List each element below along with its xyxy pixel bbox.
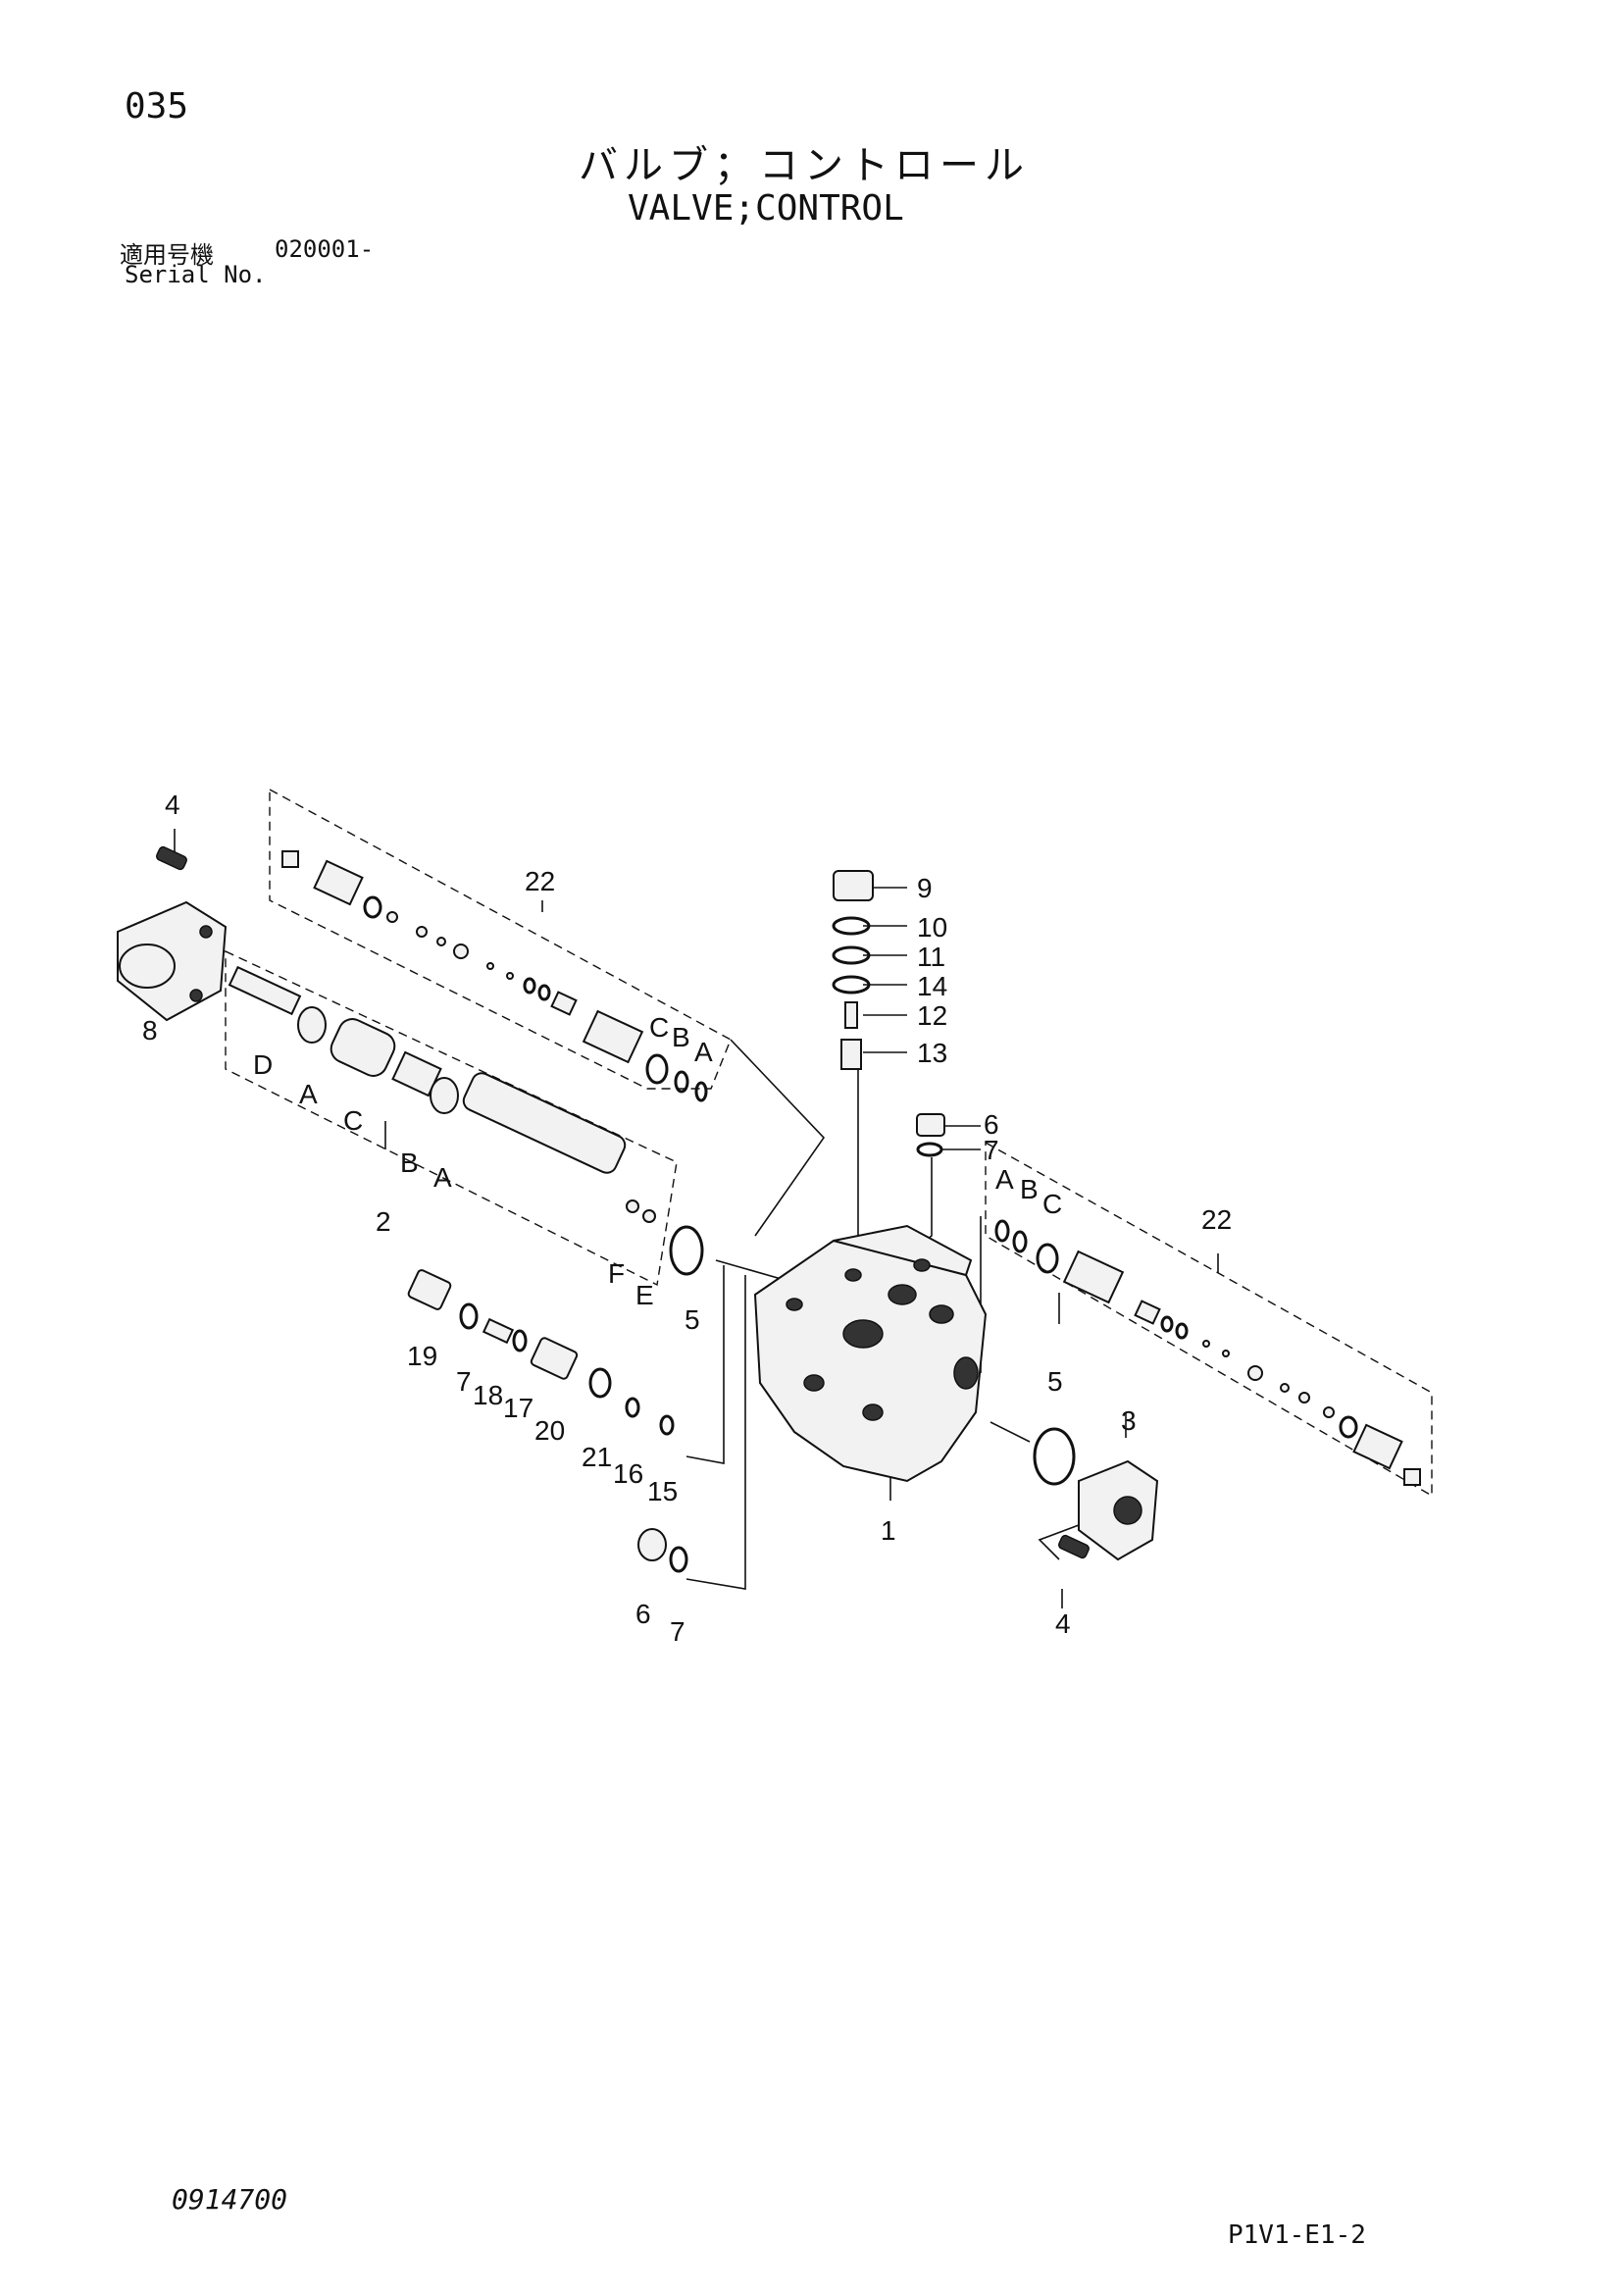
callout-15: 15 [647,1476,678,1506]
valve-housing [753,1224,988,1483]
title-english: VALVE;CONTROL [628,188,904,229]
callout-7: 7 [456,1366,472,1397]
flange-block [117,900,228,1022]
assembly-22-right-box [985,1141,1433,1498]
callout-b: B [1020,1174,1039,1204]
callout-17: 17 [503,1393,533,1423]
callout-d: D [253,1049,273,1080]
figure-code: P1V1-E1-2 [1228,2220,1366,2250]
callout-f: F [608,1258,625,1289]
callout-a: A [995,1164,1014,1195]
serial-label-japanese: 適用号機 [120,241,214,269]
upper-relief-assembly [281,850,708,1102]
callout-4: 4 [1055,1608,1071,1639]
small-plug-lower [637,1528,688,1573]
callout-13: 13 [917,1038,947,1068]
elbow-flange [1078,1459,1159,1561]
callout-9: 9 [917,873,933,903]
right-relief-assembly [994,1219,1421,1486]
callout-3: 3 [1121,1405,1137,1436]
callout-c: C [1042,1189,1062,1219]
callout-11: 11 [917,942,945,972]
bolt-lower [1058,1534,1090,1559]
callout-b: B [672,1022,690,1052]
callout-b: B [400,1148,419,1178]
callout-labels: 4 8 22 2 9 10 11 14 12 13 6 7 22 A B C C… [142,790,1232,1647]
document-number: 0914700 [172,2183,288,2216]
callout-c: C [343,1105,363,1136]
callout-19: 19 [407,1341,437,1371]
callout-7: 7 [984,1135,999,1165]
serial-label-english: Serial No. [125,261,267,288]
page-number: 035 [125,86,189,127]
callout-21: 21 [582,1442,612,1472]
small-plug-upper [916,1113,945,1157]
callout-10: 10 [917,912,947,943]
callout-18: 18 [473,1380,503,1410]
spool-assembly [228,965,704,1276]
callout-a: A [433,1162,452,1193]
leader-lines [151,829,1219,1608]
callout-a: A [694,1037,713,1067]
callout-4: 4 [165,790,180,820]
callout-1: 1 [881,1515,896,1546]
callout-12: 12 [917,1000,947,1031]
callout-5: 5 [685,1304,700,1335]
callout-5: 5 [1047,1366,1063,1397]
callout-c: C [649,1012,669,1043]
callout-7: 7 [670,1616,685,1647]
callout-22: 22 [525,866,555,896]
callout-16: 16 [613,1458,643,1489]
callout-a: A [299,1079,318,1109]
top-plug-stack [832,870,874,1070]
bolt-upper [156,845,187,871]
o-ring-right [1033,1427,1076,1486]
callout-6: 6 [635,1599,651,1629]
callout-2: 2 [376,1206,391,1237]
callout-14: 14 [917,971,947,1001]
callout-e: E [635,1280,654,1310]
callout-20: 20 [534,1415,565,1446]
callout-6: 6 [984,1109,999,1140]
callout-22: 22 [1201,1204,1232,1235]
serial-number-value: 020001- [275,235,375,263]
lower-fitting-stack [407,1269,675,1436]
callout-8: 8 [142,1015,158,1046]
title-japanese: バルブ；コントロール [579,143,1030,188]
